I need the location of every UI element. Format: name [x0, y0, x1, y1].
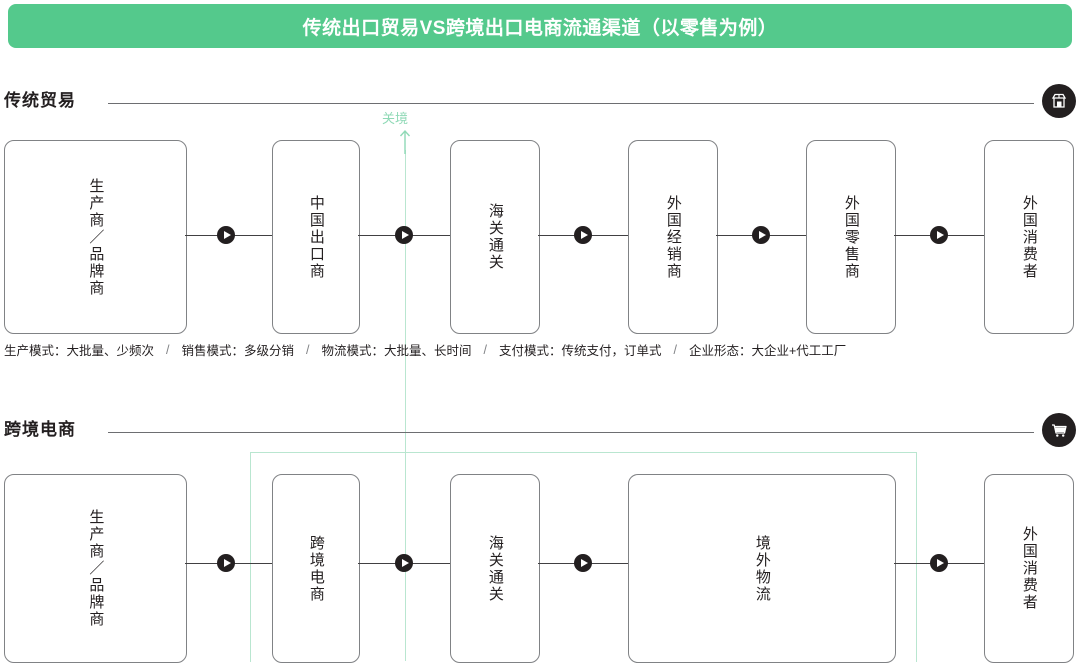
arrow-marker-traditional-2 — [574, 226, 592, 244]
annotation-separator: / — [673, 342, 677, 357]
arrow-marker-cross-border-1 — [395, 554, 413, 572]
annotation-strip: 生产模式：大批量、少频次 / 销售模式：多级分销 / 物流模式：大批量、长时间 … — [4, 340, 1076, 359]
arrow-marker-traditional-0 — [217, 226, 235, 244]
node-label: 生产商／品牌商 — [87, 509, 105, 628]
node-traditional-5[interactable]: 外国消费者 — [984, 140, 1074, 334]
section-label-cross-border: 跨境电商 — [4, 420, 76, 439]
node-label: 外国消费者 — [1020, 526, 1038, 611]
node-label: 生产商／品牌商 — [87, 177, 105, 297]
node-traditional-0[interactable]: 生产商／品牌商 — [4, 140, 187, 334]
node-label: 外国零售商 — [842, 194, 860, 280]
node-traditional-2[interactable]: 海关通关 — [450, 140, 540, 334]
arrow-marker-traditional-1 — [395, 226, 413, 244]
node-label: 中国出口商 — [307, 194, 325, 280]
shopping-cart-icon — [1042, 413, 1076, 447]
node-label: 海关通关 — [486, 203, 504, 271]
section-rule-cross-border — [108, 432, 1034, 433]
node-cross-border-2[interactable]: 海关通关 — [450, 474, 540, 663]
node-label: 外国经销商 — [664, 194, 682, 280]
annotation-separator: / — [306, 342, 310, 357]
annotation-item-4: 企业形态：大企业+代工工厂 — [689, 344, 847, 358]
arrow-marker-cross-border-0 — [217, 554, 235, 572]
annotation-item-1: 销售模式：多级分销 — [181, 344, 295, 358]
diagram-title-bar: 传统出口贸易VS跨境出口电商流通渠道（以零售为例） — [8, 4, 1072, 48]
customs-border-label: 关境 — [382, 111, 409, 126]
section-header-cross-border: 跨境电商 — [0, 413, 1080, 451]
cross-border-scope-bracket — [250, 452, 917, 662]
arrow-marker-traditional-4 — [930, 226, 948, 244]
node-cross-border-4[interactable]: 外国消费者 — [984, 474, 1074, 663]
customs-border-line — [405, 150, 406, 661]
annotation-separator: / — [166, 342, 170, 357]
node-label: 跨境电商 — [307, 534, 325, 603]
arrow-marker-traditional-3 — [752, 226, 770, 244]
node-cross-border-0[interactable]: 生产商／品牌商 — [4, 474, 187, 663]
annotation-separator: / — [483, 342, 487, 357]
node-cross-border-3[interactable]: 境外物流 — [628, 474, 896, 663]
annotation-item-0: 生产模式：大批量、少频次 — [4, 344, 155, 358]
storefront-icon — [1042, 84, 1076, 118]
node-label: 外国消费者 — [1020, 194, 1038, 280]
arrow-marker-cross-border-2 — [574, 554, 592, 572]
node-traditional-4[interactable]: 外国零售商 — [806, 140, 896, 334]
node-label: 海关通关 — [486, 534, 504, 603]
node-label: 境外物流 — [753, 534, 771, 603]
page-title: 传统出口贸易VS跨境出口电商流通渠道（以零售为例） — [302, 17, 778, 39]
section-header-traditional: 传统贸易 — [0, 84, 1080, 122]
section-label-traditional: 传统贸易 — [4, 91, 76, 110]
customs-border-arrow-icon — [398, 128, 412, 154]
node-cross-border-1[interactable]: 跨境电商 — [272, 474, 360, 663]
node-traditional-1[interactable]: 中国出口商 — [272, 140, 360, 334]
annotation-item-3: 支付模式：传统支付，订单式 — [499, 344, 662, 358]
arrow-marker-cross-border-3 — [930, 554, 948, 572]
section-rule-traditional — [108, 103, 1034, 104]
annotation-item-2: 物流模式：大批量、长时间 — [321, 344, 472, 358]
node-traditional-3[interactable]: 外国经销商 — [628, 140, 718, 334]
